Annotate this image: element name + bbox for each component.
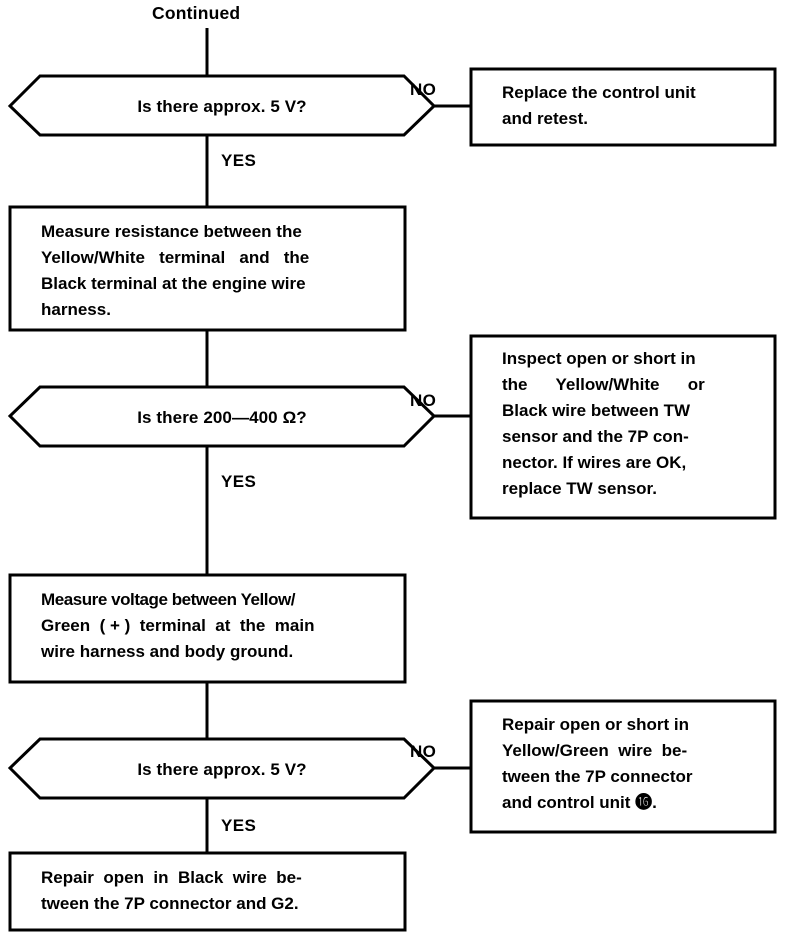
result3-box[interactable] [469,699,777,834]
decision1-hexagon[interactable] [7,74,437,137]
result-node-2[interactable]: Inspect open or short in the Yellow/Whit… [469,334,777,520]
flow-header: Continued [152,3,240,23]
result1-line-1: Replace the control unit [502,83,696,102]
action1-line-4: harness. [41,300,111,319]
result-node-3[interactable]: Repair open or short in Yellow/Green wir… [469,699,777,834]
result2-box[interactable] [469,334,777,520]
decision-node-1[interactable]: Is there approx. 5 V? [7,74,437,137]
decision-node-3[interactable]: Is there approx. 5 V? [7,737,437,800]
result2-line-3: Black wire between TW [502,401,691,420]
result4-line-2: tween the 7P connector and G2. [41,894,299,913]
branch-label-decision1-no: NO [410,80,436,99]
result-node-1[interactable]: Replace the control unit and retest. [469,67,777,147]
action-node-1[interactable]: Measure resistance between the Yellow/Wh… [8,205,407,332]
decision-node-2[interactable]: Is there 200—400 Ω? [7,385,437,448]
result2-line-6: replace TW sensor. [502,479,657,498]
action2-line-1: Measure voltage between Yellow/ [41,590,296,609]
branch-label-decision3-yes: YES [221,816,256,835]
result2-line-5: nector. If wires are OK, [502,453,686,472]
result2-line-4: sensor and the 7P con- [502,427,689,446]
page-title: Continued [152,3,240,23]
action-node-2[interactable]: Measure voltage between Yellow/ Green ( … [8,573,407,684]
result4-line-1: Repair open in Black wire be- [41,868,302,887]
action1-line-1: Measure resistance between the [41,222,302,241]
result2-line-1: Inspect open or short in [502,349,696,368]
branch-label-decision2-no: NO [410,391,436,410]
result3-line-2: Yellow/Green wire be- [502,741,687,760]
result-node-4[interactable]: Repair open in Black wire be- tween the … [8,851,407,932]
result4-box[interactable] [8,851,407,932]
result1-box[interactable] [469,67,777,147]
action1-box[interactable] [8,205,407,332]
action1-line-2: Yellow/White terminal and the [41,248,309,267]
action2-line-3: wire harness and body ground. [40,642,293,661]
branch-label-decision3-no: NO [410,742,436,761]
result3-line-3: tween the 7P connector [502,767,693,786]
decision3-label: Is there approx. 5 V? [137,760,306,779]
result3-line-1: Repair open or short in [502,715,689,734]
result1-line-2: and retest. [502,109,588,128]
result2-line-2: the Yellow/White or [502,375,705,394]
action2-box[interactable] [8,573,407,684]
action1-line-3: Black terminal at the engine wire [41,274,306,293]
decision3-hexagon[interactable] [7,737,437,800]
decision2-label: Is there 200—400 Ω? [137,408,307,427]
action2-line-2: Green ( + ) terminal at the main [41,616,315,635]
decision2-hexagon[interactable] [7,385,437,448]
decision1-label: Is there approx. 5 V? [137,97,306,116]
branch-label-decision2-yes: YES [221,472,256,491]
branch-label-decision1-yes: YES [221,151,256,170]
result3-line-4: and control unit ⓰. [502,792,657,812]
